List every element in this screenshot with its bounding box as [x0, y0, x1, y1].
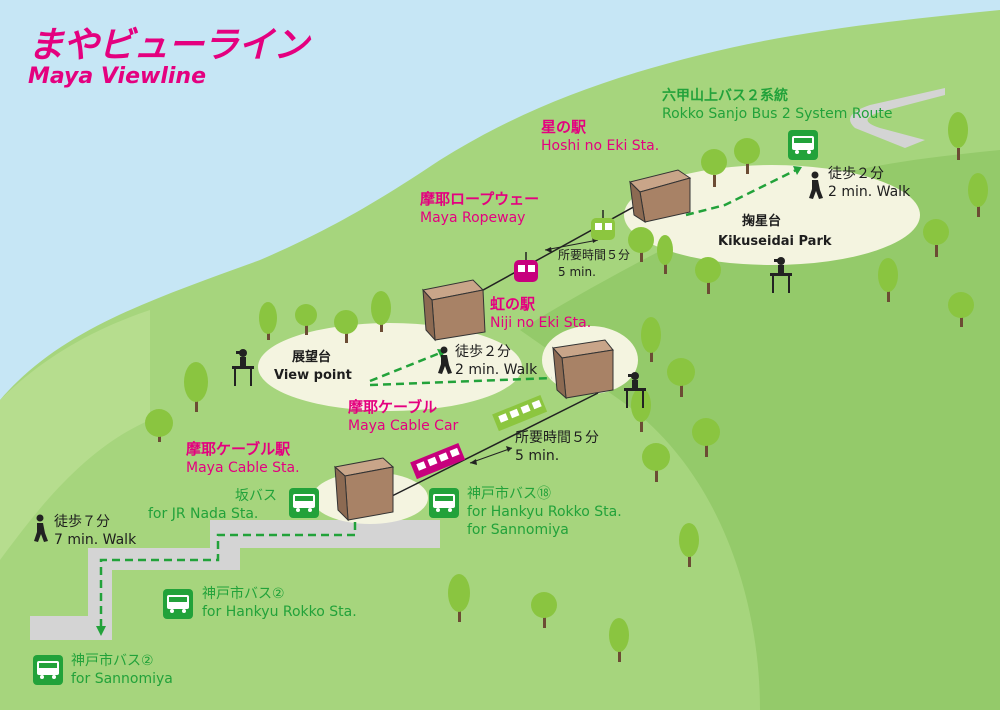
walker-icon-middle [438, 346, 452, 374]
hoshi-station-name-en: Hoshi no Eki Sta. [541, 138, 660, 154]
kobe18-bus-en1: for Hankyu Rokko Sta. [467, 504, 622, 520]
viewpoint-area [258, 323, 522, 411]
kobe18-bus-en2: for Sannomiya [467, 522, 569, 538]
kobe2-sannomiya-bus-jp: 神戸市バス② [71, 653, 154, 669]
cable-car-pink [410, 442, 466, 480]
bus-icon-kobe2-sannomiya [33, 655, 63, 685]
map-title-en: Maya Viewline [28, 64, 206, 89]
niji-station-name-jp: 虹の駅 [490, 295, 536, 313]
ropeway-gondola-pink [514, 252, 538, 282]
niji-station-name-en: Niji no Eki Sta. [490, 315, 592, 331]
ropeway-name-jp: 摩耶ロープウェー [420, 190, 540, 208]
ropeway-gondola-green [591, 210, 615, 240]
saka-bus-en: for JR Nada Sta. [148, 506, 259, 522]
hoshi-station-building [629, 169, 692, 224]
cable-station-name-jp: 摩耶ケーブル駅 [186, 440, 291, 458]
walk-bottom-jp: 徒歩７分 [54, 514, 110, 530]
kikuseidai-name-jp: 掬星台 [742, 214, 782, 229]
cable-name-jp: 摩耶ケーブル [348, 398, 438, 416]
cable-time-en: 5 min. [515, 448, 560, 464]
niji-cable-building [552, 339, 614, 400]
cable-name-en: Maya Cable Car [348, 418, 459, 434]
cable-station-name-en: Maya Cable Sta. [186, 460, 300, 476]
saka-bus-jp: 坂バス [235, 488, 277, 504]
bus-icon-saka [289, 488, 319, 518]
walk-path-bottom [99, 522, 357, 628]
walker-icon-bottom [34, 514, 48, 542]
road-lower [30, 520, 440, 640]
walk-top-jp: 徒歩２分 [828, 166, 884, 182]
viewpoint-name-jp: 展望台 [292, 350, 332, 365]
kikuseidai-name-en: Kikuseidai Park [718, 234, 832, 249]
kobe2-hankyu-bus-en: for Hankyu Rokko Sta. [202, 604, 357, 620]
walk-top-en: 2 min. Walk [828, 184, 911, 200]
walk-middle-en: 2 min. Walk [455, 362, 538, 378]
mountain-shadow [520, 150, 1000, 710]
ropeway-time-en: 5 min. [558, 265, 596, 279]
kobe2-sannomiya-bus-en: for Sannomiya [71, 671, 173, 687]
telescope-icon-niji [624, 372, 646, 408]
cable-time-jp: 所要時間５分 [515, 430, 599, 446]
tree-group [145, 112, 988, 662]
cable-station-building [333, 457, 395, 522]
ropeway-time-jp: 所要時間５分 [558, 248, 631, 262]
kobe2-hankyu-bus-jp: 神戸市バス② [202, 586, 285, 602]
rokko-sanjo-bus-jp: 六甲山上バス２系統 [662, 88, 788, 104]
cablecar-line [391, 392, 599, 497]
walk-path-middle-2 [369, 376, 553, 387]
niji-station-building [422, 279, 486, 342]
walk-bottom-en: 7 min. Walk [54, 532, 137, 548]
telescope-icon-viewpoint [232, 349, 254, 386]
bus-icon-kobe18 [429, 488, 459, 518]
hoshi-station-name-jp: 星の駅 [541, 118, 587, 136]
walker-icon-top [809, 171, 823, 199]
kobe18-bus-jp: 神戸市バス⑱ [467, 486, 551, 502]
ropeway-name-en: Maya Ropeway [420, 210, 526, 226]
viewpoint-name-en: View point [274, 368, 352, 383]
road-rokko-sanjo [850, 88, 945, 148]
rokko-sanjo-bus-en: Rokko Sanjo Bus 2 System Route [662, 106, 893, 122]
map-title-jp: まやビューライン [28, 25, 309, 66]
bus-icon-rokko-sanjo [788, 130, 818, 160]
cable-car-green [492, 394, 548, 432]
bus-icon-kobe2-hankyu [163, 589, 193, 619]
telescope-icon-kikuseidai [770, 257, 792, 293]
walk-path-top [685, 168, 797, 217]
walk-middle-jp: 徒歩２分 [455, 344, 511, 360]
kikuseidai-area [624, 165, 920, 265]
